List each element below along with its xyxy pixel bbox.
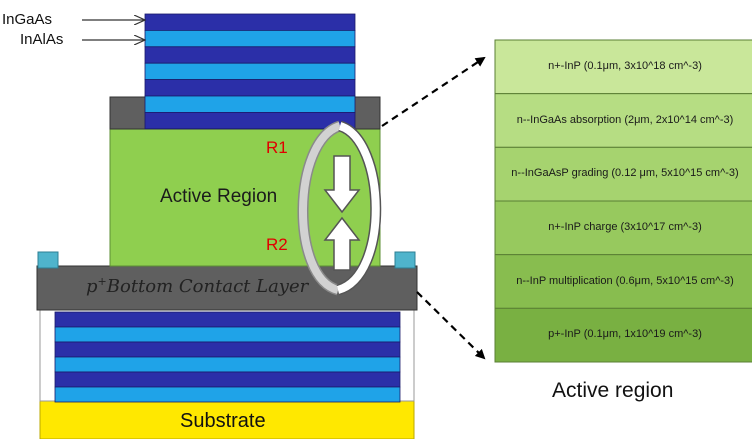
top-dbr-stripe	[144, 95, 356, 113]
top-dbr-stripe	[144, 46, 356, 64]
substrate-layer	[39, 400, 415, 439]
layer-2-band	[494, 93, 752, 148]
layer-1-label: n+-InP (0.1μm, 3x10^18 cm^-3)	[548, 59, 702, 72]
ingaas-label: InGaAs	[2, 11, 53, 28]
layer-2-label: n--InGaAs absorption (2μm, 2x10^14 cm^-3…	[516, 113, 734, 126]
r1-label: R1	[266, 138, 288, 157]
layer-4-label: n+-InP charge (3x10^17 cm^-3)	[548, 220, 702, 233]
top-dbr-mirror	[144, 13, 356, 130]
bottom-dbr-stripe	[54, 356, 401, 373]
layer-6-band	[494, 307, 752, 363]
bottom-dbr-stripe	[54, 326, 401, 343]
layer-3-label: n--InGaAsP grading (0.12 μm, 5x10^15 cm^…	[511, 167, 739, 180]
top-dbr-stripe	[144, 79, 356, 97]
zoom-arrow-top	[381, 56, 486, 127]
zoom-arrow-bottom	[416, 291, 486, 360]
layer-5-label: n--InP multiplication (0.6μm, 5x10^15 cm…	[516, 274, 734, 287]
light-loop-back-arc-inner	[299, 122, 342, 294]
top-dbr-stripe	[144, 29, 356, 48]
top-dbr-stripe	[144, 112, 356, 130]
active-region-layer-stack	[494, 39, 752, 363]
bottom-dbr-stripe	[54, 371, 401, 388]
inalas-label: InAlAs	[20, 31, 64, 48]
right-contact-pad	[394, 251, 416, 269]
light-loop-front-arc-inner	[336, 122, 380, 294]
contact-text: Bottom Contact Layer	[106, 276, 309, 297]
layer-1-band	[494, 39, 752, 95]
light-up-arrow	[323, 216, 361, 271]
substrate-label: Substrate	[180, 410, 266, 432]
light-down-arrow	[323, 155, 361, 214]
active-region-caption: Active region	[552, 379, 674, 402]
bottom-dbr-stripe	[54, 311, 401, 328]
top-dbr-stripe	[144, 62, 356, 81]
contact-p: p	[86, 276, 98, 297]
left-contact-pad	[37, 251, 59, 269]
r2-label: R2	[266, 235, 288, 254]
bottom-dbr-stripe	[54, 341, 401, 358]
bottom-contact-label: p+Bottom Contact Layer	[86, 275, 308, 297]
layer-6-label: p+-InP (0.1μm, 1x10^19 cm^-3)	[548, 328, 702, 341]
bottom-dbr-mirror	[54, 311, 401, 403]
top-dbr-stripe	[144, 13, 356, 31]
contact-plus: +	[97, 275, 107, 288]
active-region-label: Active Region	[160, 186, 278, 207]
layer-3-band	[494, 146, 752, 202]
bottom-dbr-stripe	[54, 386, 401, 403]
layer-5-band	[494, 254, 752, 309]
